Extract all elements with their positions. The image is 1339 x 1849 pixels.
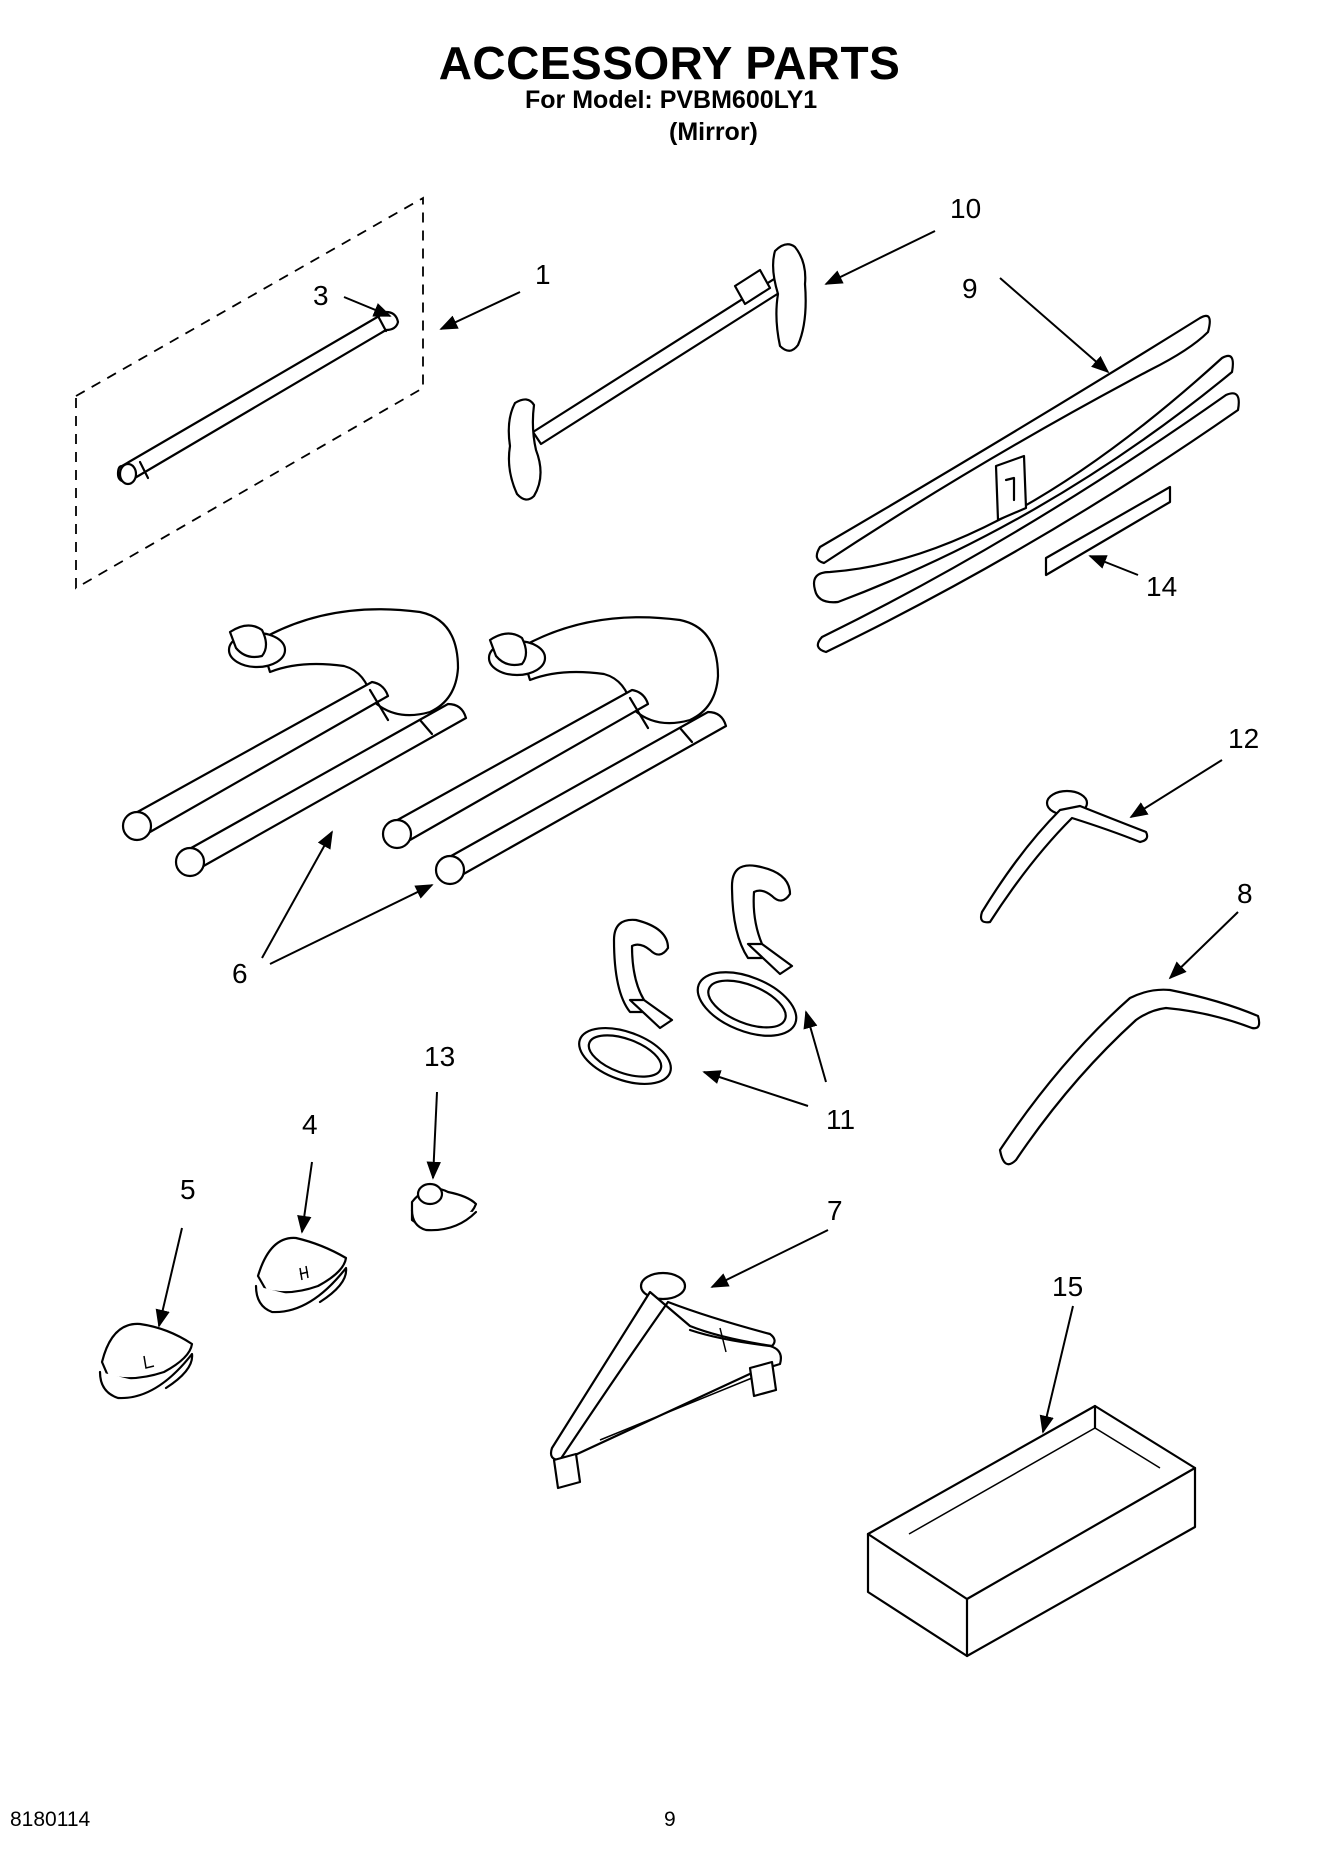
callout-arrow-11b (803, 1010, 827, 1083)
callout-3: 3 (313, 280, 329, 311)
callout-10: 10 (950, 193, 981, 224)
callout-1: 1 (535, 259, 551, 290)
part-14-strip (1044, 485, 1172, 577)
part-15-box (866, 1404, 1197, 1658)
callout-5: 5 (180, 1174, 196, 1205)
callout-arrow-3 (343, 296, 392, 317)
callout-arrow-10 (824, 230, 936, 285)
document-number: 8180114 (10, 1808, 91, 1831)
page-title: ACCESSORY PARTS (438, 37, 901, 89)
callout-arrow-13 (426, 1091, 441, 1180)
callout-12: 12 (1228, 723, 1259, 754)
part-5-cap-l (98, 1322, 194, 1400)
callout-14: 14 (1146, 571, 1177, 602)
part-4-cap-h (254, 1236, 348, 1314)
part-8-hanger-wire (998, 988, 1261, 1166)
part-13-cap (410, 1182, 478, 1232)
callout-4: 4 (302, 1109, 318, 1140)
part-10-t-bar (507, 243, 807, 501)
callout-arrow-6a (261, 830, 333, 959)
callout-arrow-4 (297, 1161, 313, 1234)
part-6-rod-assembly-left (121, 608, 468, 878)
part-9-rods (812, 314, 1240, 654)
callout-arrow-5 (155, 1227, 183, 1328)
callout-arrow-6b (269, 884, 434, 965)
callout-arrow-9 (999, 277, 1110, 374)
callout-15: 15 (1052, 1271, 1083, 1302)
callout-6: 6 (232, 958, 248, 989)
part-11-clip-left (578, 918, 674, 1085)
callout-arrow-14 (1088, 555, 1139, 576)
callout-arrow-11a (702, 1070, 809, 1107)
part-12-small-hanger (979, 789, 1149, 924)
callout-11: 11 (826, 1104, 855, 1135)
page-number: 9 (664, 1808, 676, 1831)
callout-7: 7 (827, 1195, 843, 1226)
callout-arrow-15 (1039, 1305, 1074, 1434)
callout-arrow-7 (710, 1229, 829, 1288)
callout-13: 13 (424, 1041, 455, 1072)
model-line: For Model: PVBM600LY1 (525, 86, 818, 114)
callout-arrow-8 (1168, 911, 1239, 980)
part-7-hanger (549, 1271, 782, 1490)
part-1-rod-box (75, 196, 424, 590)
callout-9: 9 (962, 273, 978, 304)
part-11-clip-right (696, 864, 798, 1037)
part-6-rod-assembly-right (381, 616, 728, 886)
callout-8: 8 (1237, 878, 1253, 909)
callout-arrow-12 (1129, 759, 1223, 818)
callout-arrow-1 (439, 291, 521, 330)
variant-label: (Mirror) (669, 118, 758, 146)
